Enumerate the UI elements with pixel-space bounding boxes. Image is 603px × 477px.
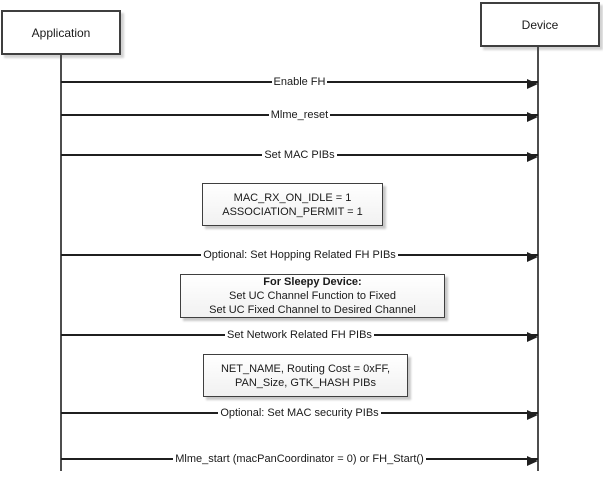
note-line: ASSOCIATION_PERMIT = 1	[222, 205, 363, 218]
message-label: Optional: Set MAC security PIBs	[218, 407, 381, 419]
arrowhead-icon	[527, 152, 538, 162]
message-arrow-mlme-reset: Mlme_reset	[61, 109, 538, 122]
note-line: NET_NAME, Routing Cost = 0xFF,	[220, 362, 391, 375]
actor-label-device: Device	[521, 17, 559, 32]
lifeline-device	[537, 47, 539, 471]
arrowhead-icon	[527, 332, 538, 342]
actor-box-device: Device	[480, 2, 600, 47]
note-box-sleepy-device: For Sleepy Device: Set UC Channel Functi…	[180, 274, 445, 318]
message-arrow-set-mac-security-pibs: Optional: Set MAC security PIBs	[61, 407, 538, 420]
note-line: PAN_Size, GTK_HASH PIBs	[234, 376, 376, 389]
note-line: Set UC Channel Function to Fixed	[229, 290, 396, 302]
message-label: Set MAC PIBs	[262, 149, 337, 161]
arrowhead-icon	[527, 112, 538, 122]
message-label: Mlme_start (macPanCoordinator = 0) or FH…	[173, 453, 426, 465]
message-arrow-enable-fh: Enable FH	[61, 76, 538, 89]
note-box-network-pib-values: NET_NAME, Routing Cost = 0xFF, PAN_Size,…	[203, 354, 408, 397]
arrowhead-icon	[527, 252, 538, 262]
note-title: For Sleepy Device:	[263, 276, 362, 288]
message-arrow-mlme-start: Mlme_start (macPanCoordinator = 0) or FH…	[61, 453, 538, 466]
lifeline-application	[60, 55, 62, 471]
arrowhead-icon	[527, 456, 538, 466]
message-arrow-set-mac-pibs: Set MAC PIBs	[61, 149, 538, 162]
actor-box-application: Application	[1, 10, 121, 55]
arrowhead-icon	[527, 79, 538, 89]
message-label: Set Network Related FH PIBs	[225, 329, 374, 341]
actor-label-application: Application	[31, 25, 91, 40]
message-label: Optional: Set Hopping Related FH PIBs	[201, 249, 398, 261]
arrowhead-icon	[527, 410, 538, 420]
note-box-mac-pib-values: MAC_RX_ON_IDLE = 1 ASSOCIATION_PERMIT = …	[202, 183, 383, 226]
message-arrow-set-network-fh-pibs: Set Network Related FH PIBs	[61, 329, 538, 342]
note-line: MAC_RX_ON_IDLE = 1	[233, 191, 352, 204]
message-label: Enable FH	[271, 76, 328, 88]
message-label: Mlme_reset	[268, 109, 331, 121]
note-line: Set UC Fixed Channel to Desired Channel	[209, 304, 416, 316]
message-arrow-set-hopping-fh-pibs: Optional: Set Hopping Related FH PIBs	[61, 249, 538, 262]
